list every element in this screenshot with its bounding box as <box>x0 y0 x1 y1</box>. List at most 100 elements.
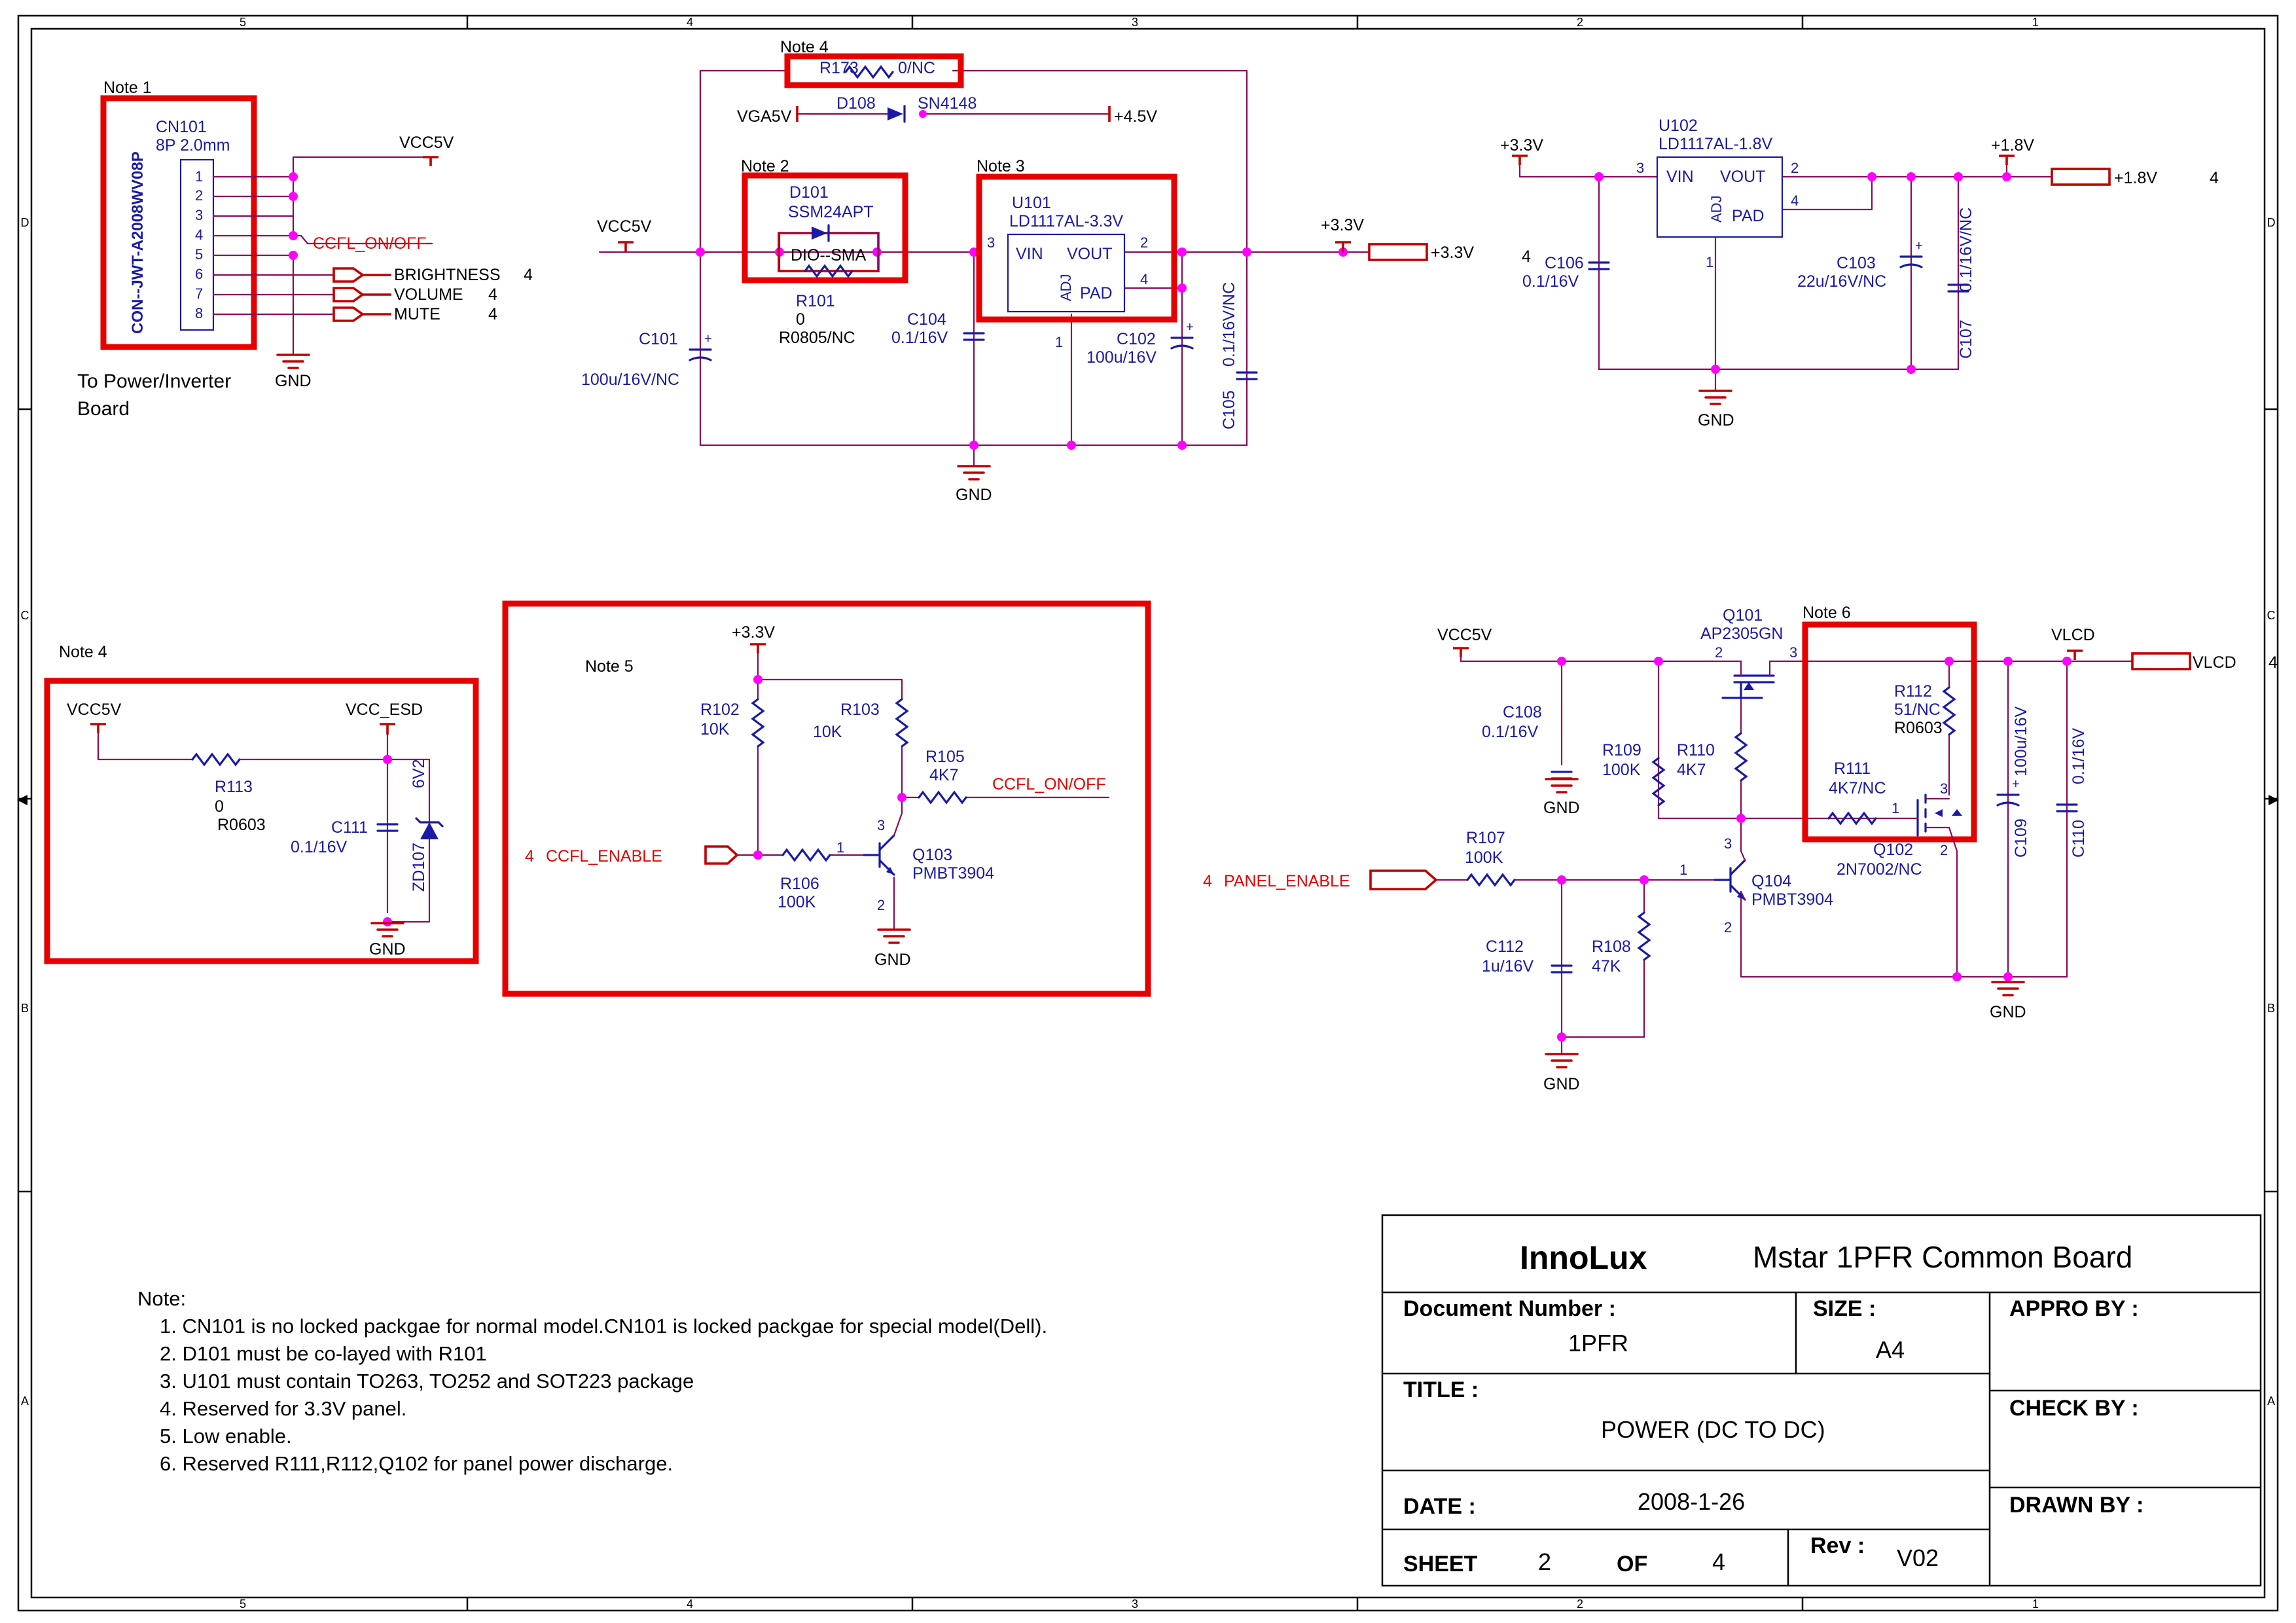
reg33-out-net-label: +3.3V <box>1321 216 1364 234</box>
date-label: DATE : <box>1403 1494 1476 1519</box>
r103-ref: R103 <box>840 701 880 719</box>
c105-ref: C105 <box>1220 390 1238 429</box>
u102-pin-4: 4 <box>1791 192 1799 209</box>
note-item-2: 2. D101 must be co-layed with R101 <box>160 1342 487 1365</box>
u101-adj: ADJ <box>1058 274 1074 301</box>
note3-label: Note 3 <box>977 157 1025 175</box>
vlcd-net-label: VLCD <box>2051 626 2095 644</box>
mute-sheet-ref: 4 <box>488 305 497 323</box>
u102-pad: PAD <box>1732 207 1765 225</box>
reg18-out-net-label: +1.8V <box>1991 136 2034 155</box>
note4-esd-highlight <box>44 678 479 964</box>
note1-label: Note 1 <box>103 79 152 97</box>
r107-value: 100K <box>1465 848 1503 867</box>
c111-ref: C111 <box>331 818 368 837</box>
cn101-pin-1: 1 <box>195 168 203 185</box>
q103-pin-3: 3 <box>877 817 885 833</box>
u101-group: Note 3 U101 LD1117AL-3.3V VIN VOUT ADJ P… <box>976 157 1177 350</box>
r111-value: 4K7/NC <box>1829 779 1886 797</box>
cn101-body <box>179 158 215 331</box>
zone-x-1-top: 1 <box>2032 16 2039 29</box>
u101-body <box>1007 233 1126 313</box>
c107-value: 0.1/16V/NC <box>1957 208 1975 292</box>
sheet-total: 4 <box>1712 1548 1725 1575</box>
panel-wires <box>1435 656 2134 1054</box>
note5-highlight <box>502 600 1151 997</box>
check-by-label: CHECK BY : <box>2009 1396 2139 1421</box>
c103-group: + C103 22u/16V/NC <box>1797 239 1923 291</box>
r101-package: R0805/NC <box>779 329 855 347</box>
u101-vout: VOUT <box>1067 245 1112 263</box>
d108-ref: D108 <box>836 94 876 113</box>
note3-highlight <box>976 173 1177 323</box>
c102-ref: C102 <box>1117 330 1156 348</box>
u102-adj: ADJ <box>1708 195 1725 223</box>
cn101-ccfl-onoff-label: CCFL_ON/OFF <box>313 234 427 253</box>
note4-label-top: Note 4 <box>780 38 829 56</box>
doc-number-label: Document Number : <box>1403 1296 1616 1321</box>
c110-group: C110 0.1/16V <box>2056 727 2088 858</box>
zone-y-a-right: A <box>2267 1395 2275 1408</box>
u102-group: U102 LD1117AL-1.8V VIN VOUT ADJ PAD 3 2 … <box>1636 117 1799 270</box>
zone-y-c-right: C <box>2267 609 2276 622</box>
q103-value: PMBT3904 <box>912 864 994 883</box>
d108-group: VGA5V D108 SN4148 +4.5V <box>737 94 1157 126</box>
c101-value: 100u/16V/NC <box>581 371 679 389</box>
c103-ref: C103 <box>1837 254 1876 272</box>
d108-value: SN4148 <box>918 94 977 113</box>
c102-value: 100u/16V <box>1086 348 1157 367</box>
zone-y-c-left: C <box>21 609 29 622</box>
q104-pin-1: 1 <box>1679 862 1687 878</box>
c112-value: 1u/16V <box>1482 957 1534 976</box>
ccfl-wires <box>736 652 1110 930</box>
to-board-label-line2: Board <box>77 398 130 420</box>
note2-label: Note 2 <box>741 157 789 175</box>
vlcd-port-label: VLCD <box>2193 653 2236 672</box>
drawing-frame <box>17 14 2279 1612</box>
q104-pin-3: 3 <box>1724 835 1732 852</box>
r108-value: 47K <box>1592 957 1621 976</box>
cn101-vcc5v-label: VCC5V <box>399 134 454 152</box>
c106-group: 4 C106 0.1/16V <box>1522 247 1610 291</box>
note4-label-esd: Note 4 <box>59 643 107 661</box>
q102-group: Note 6 R112 51/NC R0603 R111 4K7/NC 1 3 … <box>1802 604 1977 879</box>
r112-value: 51/NC <box>1894 701 1941 719</box>
c101-group: + C101 100u/16V/NC <box>581 330 712 389</box>
note4-r173-highlight <box>784 53 964 88</box>
c112-ref: C112 <box>1486 938 1524 956</box>
appro-by-label: APPRO BY : <box>2009 1296 2139 1321</box>
cn101-gnd-label: GND <box>275 372 312 390</box>
reg18-sheet-ref: 4 <box>2210 169 2219 187</box>
r173-value: 0/NC <box>898 59 935 77</box>
drawn-by-label: DRAWN BY : <box>2009 1493 2144 1518</box>
brightness-sheet-ref: 4 <box>524 266 533 284</box>
r113-value: 0 <box>215 797 224 816</box>
d101-package: DIO--SMA <box>791 246 867 264</box>
c104-ref: C104 <box>907 310 946 329</box>
reg33-gnd-label: GND <box>956 486 992 504</box>
cn101-pin-5: 5 <box>195 246 203 263</box>
q101-ref: Q101 <box>1723 606 1763 625</box>
q101-pin-2: 2 <box>1715 644 1723 661</box>
u102-ref: U102 <box>1659 117 1698 135</box>
c103-value: 22u/16V/NC <box>1797 272 1886 291</box>
c105-group: C105 0.1/16V/NC <box>1220 282 1258 429</box>
of-label: OF <box>1617 1552 1647 1577</box>
esd-gnd-label: GND <box>369 940 406 958</box>
svg-text:+: + <box>1915 239 1923 253</box>
c104-value: 0.1/16V <box>891 329 948 347</box>
q102-ref: Q102 <box>1873 841 1913 859</box>
ccfl-gnd-label: GND <box>874 951 911 969</box>
mute-label: MUTE <box>394 305 440 323</box>
r112-package: R0603 <box>1894 719 1943 737</box>
c106-sheet-ref: 4 <box>1522 247 1531 266</box>
zone-x-3-top: 3 <box>1132 16 1138 29</box>
note6-label: Note 6 <box>1803 604 1851 622</box>
c112-group: C112 1u/16V <box>1482 938 1573 976</box>
c110-value: 0.1/16V <box>2070 727 2088 784</box>
u102-vin: VIN <box>1666 168 1694 186</box>
cn101-value: 8P 2.0mm <box>156 136 230 155</box>
q102-pin-2: 2 <box>1940 842 1948 858</box>
r111-ref: R111 <box>1834 759 1871 778</box>
